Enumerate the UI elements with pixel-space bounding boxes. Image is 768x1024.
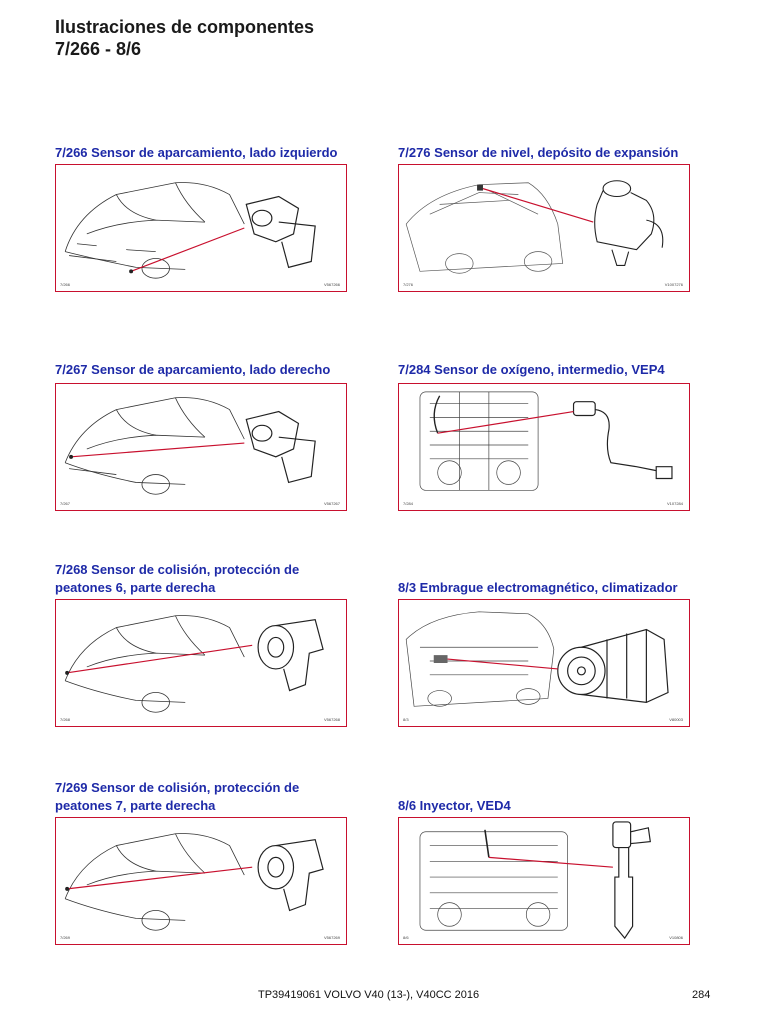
page-title-line2: 7/266 - 8/6 (55, 39, 142, 59)
page-title-line1: Ilustraciones de componentes (55, 17, 315, 37)
component-card-8-6: 8/6 Inyector, VED4 8/6 V10806 (398, 797, 694, 945)
figure-reference: V567269 (323, 935, 340, 940)
component-title: 7/267 Sensor de aparcamiento, lado derec… (55, 362, 331, 377)
figure-reference: V567266 (323, 282, 340, 287)
figure-code: 8/6 (403, 935, 409, 940)
component-illustration: 7/268 V567268 (55, 599, 347, 727)
component-illustration: 7/276 V1007276 (398, 164, 690, 292)
figure-reference: V107284 (666, 501, 683, 506)
component-title: 7/276 Sensor de nivel, depósito de expan… (398, 145, 679, 160)
figure-code: 7/268 (60, 717, 71, 722)
injector-illustration (419, 821, 651, 940)
engine-illustration (419, 391, 673, 491)
component-title: 7/268 Sensor de colisión, protección de … (55, 562, 300, 595)
component-title: 8/6 Inyector, VED4 (398, 798, 511, 813)
component-card-8-3: 8/3 Embrague electromagnético, climatiza… (398, 579, 694, 727)
figure-reference: V567267 (323, 501, 340, 506)
component-illustration: 8/6 V10806 (398, 817, 690, 945)
car-front-illustration (64, 833, 324, 931)
component-title: 8/3 Embrague electromagnético, climatiza… (398, 580, 678, 595)
component-illustration: 8/3 V80003 (398, 599, 690, 727)
figure-code: 7/284 (403, 501, 414, 506)
component-card-7-284: 7/284 Sensor de oxígeno, intermedio, VEP… (398, 361, 694, 511)
component-title: 7/266 Sensor de aparcamiento, lado izqui… (55, 145, 338, 160)
figure-reference: V567268 (323, 717, 340, 722)
component-illustration: 7/267 V567267 (55, 383, 347, 511)
figure-code: 7/276 (403, 282, 414, 287)
figure-code: 7/266 (60, 282, 71, 287)
component-card-7-276: 7/276 Sensor de nivel, depósito de expan… (398, 144, 694, 292)
figure-code: 7/267 (60, 501, 71, 506)
figure-reference: V1007276 (664, 282, 683, 287)
component-illustration: 7/269 V567269 (55, 817, 347, 945)
figure-code: 8/3 (403, 717, 409, 722)
compressor-illustration (405, 611, 669, 707)
car-side-illustration (405, 180, 664, 274)
document-reference: TP39419061 VOLVO V40 (13-), V40CC 2016 (258, 989, 480, 1001)
component-illustration: 7/284 V107284 (398, 383, 690, 511)
car-front-illustration (64, 182, 316, 279)
figure-reference: V80003 (669, 717, 683, 722)
figure-reference: V10806 (669, 935, 683, 940)
component-card-7-268: 7/268 Sensor de colisión, protección de … (55, 561, 351, 727)
component-card-7-266: 7/266 Sensor de aparcamiento, lado izqui… (55, 144, 351, 292)
component-illustration: 7/266 V567266 (55, 164, 347, 292)
car-front-illustration (64, 397, 316, 495)
component-card-7-267: 7/267 Sensor de aparcamiento, lado derec… (55, 361, 351, 511)
component-title: 7/269 Sensor de colisión, protección de … (55, 780, 300, 813)
figure-code: 7/269 (60, 935, 71, 940)
page-title: Ilustraciones de componentes 7/266 - 8/6 (55, 16, 314, 60)
page-number: 284 (692, 989, 711, 1001)
car-front-illustration (64, 615, 324, 713)
component-title: 7/284 Sensor de oxígeno, intermedio, VEP… (398, 362, 665, 377)
component-card-7-269: 7/269 Sensor de colisión, protección de … (55, 779, 351, 945)
